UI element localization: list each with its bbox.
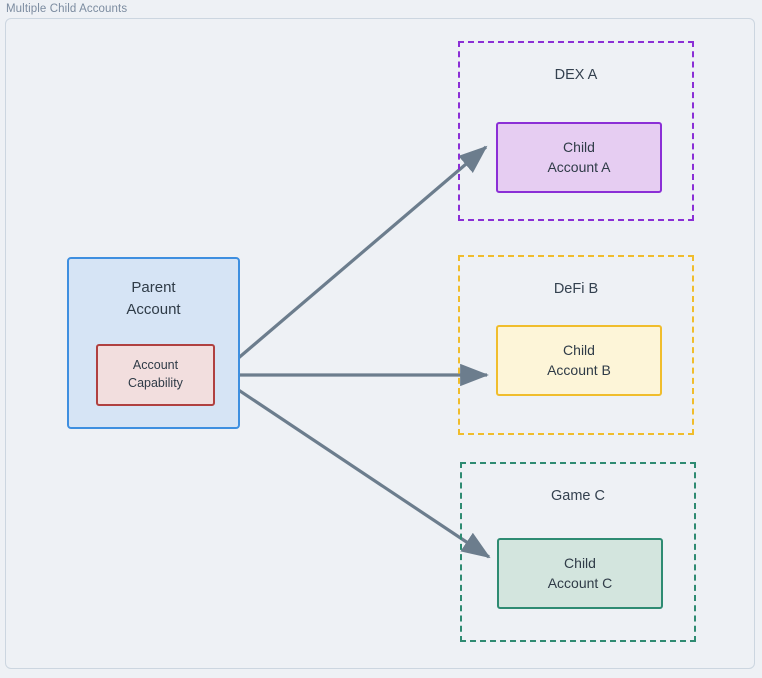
group-defi-b-label: DeFi B	[553, 281, 599, 297]
group-defi-b[interactable]: DeFi B Child Account B	[458, 255, 694, 435]
parent-account-title: Parent Account	[69, 277, 238, 321]
parent-account-title-line2: Account	[126, 300, 181, 318]
child-account-b-line2: Account B	[547, 361, 611, 378]
child-account-c-line2: Account C	[547, 574, 613, 591]
group-game-c-label: Game C	[551, 488, 605, 504]
parent-account-title-line1: Parent	[131, 279, 176, 296]
account-capability-line2: Capability	[128, 376, 183, 390]
parent-account-box[interactable]: Parent Account Account Capability	[67, 257, 240, 429]
group-dex-a[interactable]: DEX A Child Account A	[458, 41, 694, 221]
child-account-b-box[interactable]: Child Account B	[496, 325, 662, 396]
account-capability-box[interactable]: Account Capability	[96, 344, 215, 406]
child-account-a-line1: Child	[563, 138, 595, 155]
child-account-a-box[interactable]: Child Account A	[496, 122, 662, 193]
child-account-c-line1: Child	[564, 554, 596, 571]
child-account-b-line1: Child	[563, 341, 595, 358]
diagram-title: Multiple Child Accounts	[6, 3, 128, 15]
group-game-c[interactable]: Game C Child Account C	[460, 462, 696, 642]
child-account-a-line2: Account A	[547, 158, 611, 175]
child-account-c-box[interactable]: Child Account C	[497, 538, 663, 609]
account-capability-line1: Account	[132, 358, 179, 373]
group-dex-a-label: DEX A	[554, 67, 598, 83]
